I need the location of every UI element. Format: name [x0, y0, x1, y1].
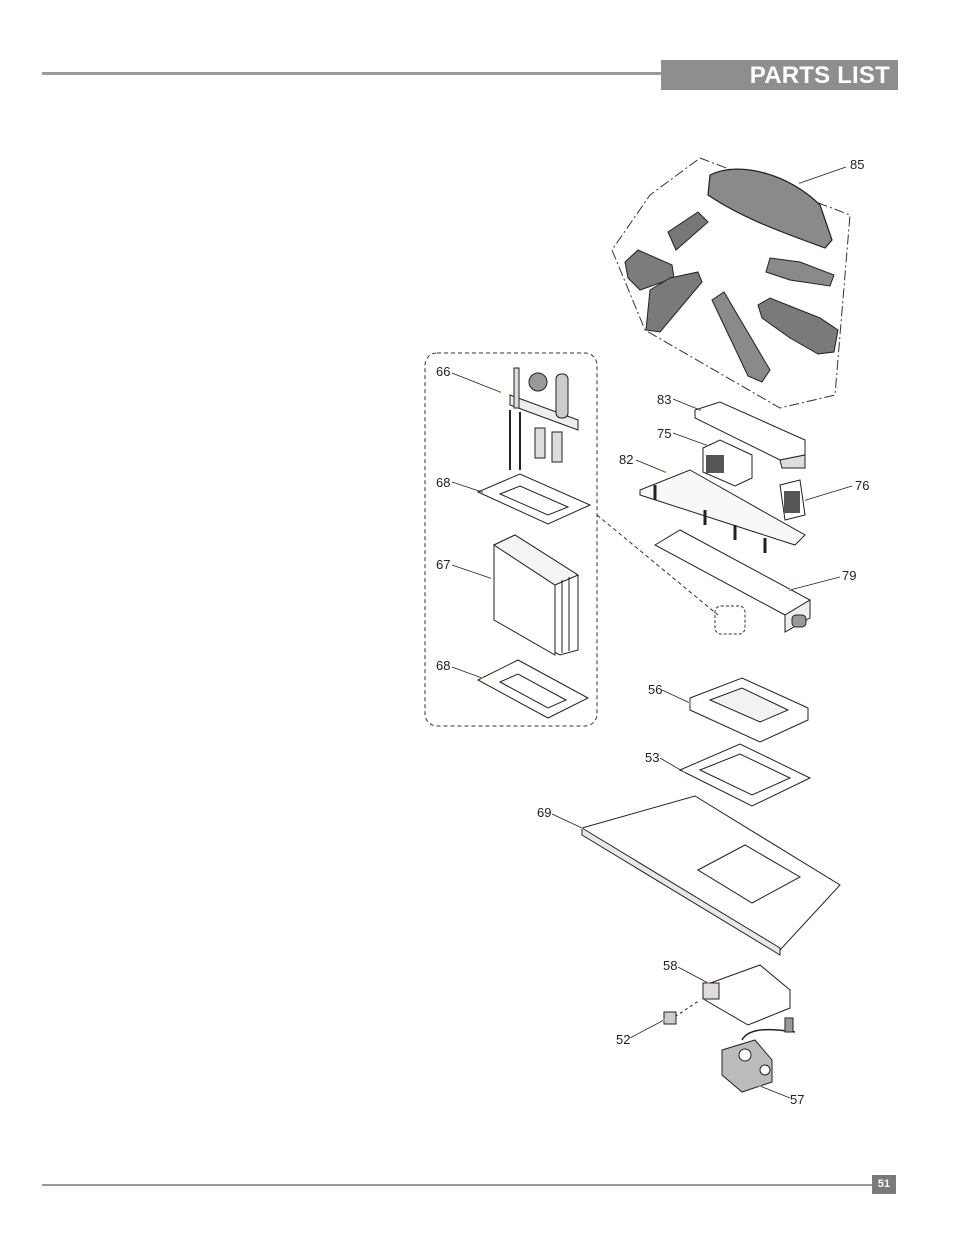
callout-76: 76 [855, 478, 869, 493]
callout-79: 79 [842, 568, 856, 583]
callout-67: 67 [436, 557, 450, 572]
callout-69: 69 [537, 805, 551, 820]
callout-56: 56 [648, 682, 662, 697]
callout-66: 66 [436, 364, 450, 379]
log-set-group [611, 157, 851, 409]
callout-58: 58 [663, 958, 677, 973]
footer-rule [42, 1184, 872, 1186]
page-number: 51 [872, 1175, 896, 1194]
section-title: PARTS LIST [749, 62, 890, 89]
callout-52: 52 [616, 1032, 630, 1047]
section-title-box: PARTS LIST [661, 60, 898, 90]
callout-75: 75 [657, 426, 671, 441]
callout-68-top: 68 [436, 475, 450, 490]
burner-assembly-group [581, 401, 841, 1093]
header-rule [42, 72, 662, 75]
callout-85: 85 [850, 157, 864, 172]
callout-82: 82 [619, 452, 633, 467]
callout-53: 53 [645, 750, 659, 765]
conversion-kit-group [424, 352, 746, 727]
leader-lines [451, 166, 853, 1099]
callout-57: 57 [790, 1092, 804, 1107]
callout-83: 83 [657, 392, 671, 407]
callout-68-bottom: 68 [436, 658, 450, 673]
